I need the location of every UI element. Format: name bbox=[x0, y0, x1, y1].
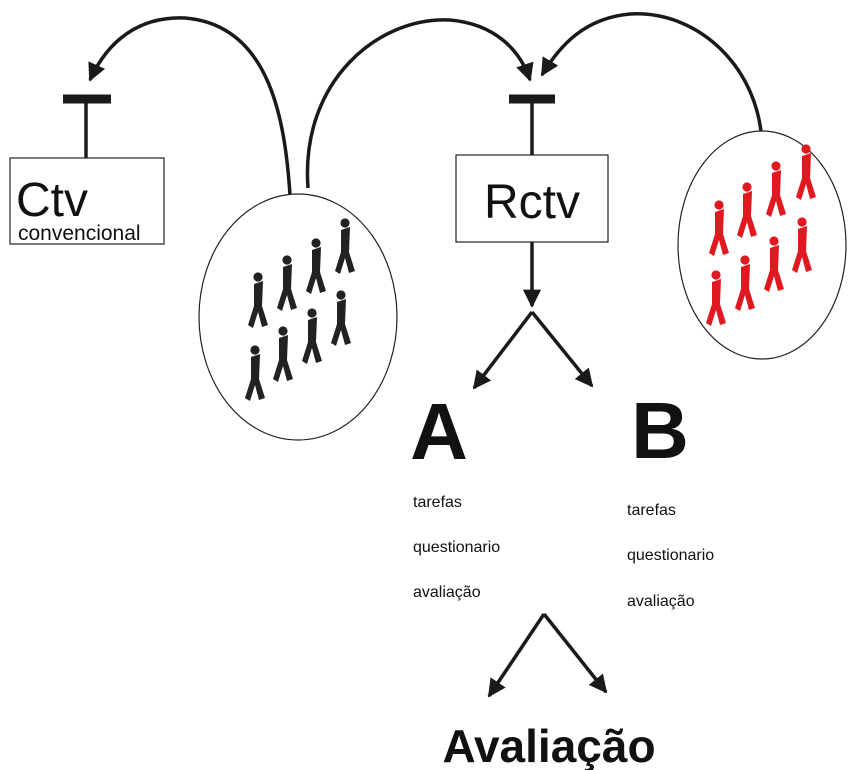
split-arrow-b bbox=[530, 310, 594, 388]
split-arrow-a bbox=[472, 310, 534, 390]
left-group-to-rctv-arrow bbox=[305, 18, 534, 189]
left-population-ellipse bbox=[198, 193, 398, 441]
right-group-to-rctv-arrow bbox=[540, 12, 764, 146]
group-a-item-2: questionario bbox=[413, 539, 500, 556]
group-a-item-1: tarefas bbox=[413, 494, 462, 511]
right-population-ellipse bbox=[677, 130, 847, 360]
group-b-letter: B bbox=[631, 386, 689, 475]
left-group-to-ctv-arrow bbox=[88, 16, 292, 196]
group-b-item-2: questionario bbox=[627, 547, 714, 564]
result-label: Avaliação bbox=[442, 720, 655, 770]
result-arrow-right bbox=[542, 612, 608, 694]
group-a-letter: A bbox=[410, 387, 468, 476]
ctv-box bbox=[9, 157, 165, 245]
group-b-item-3: avaliação bbox=[627, 593, 695, 610]
rctv-title: Rctv bbox=[484, 176, 580, 229]
group-a-item-3: avaliação bbox=[413, 584, 481, 601]
group-b-item-1: tarefas bbox=[627, 502, 676, 519]
result-arrow-left bbox=[487, 613, 546, 698]
ctv-title: Ctv bbox=[16, 174, 88, 227]
ctv-subtitle: convencional bbox=[18, 222, 141, 245]
